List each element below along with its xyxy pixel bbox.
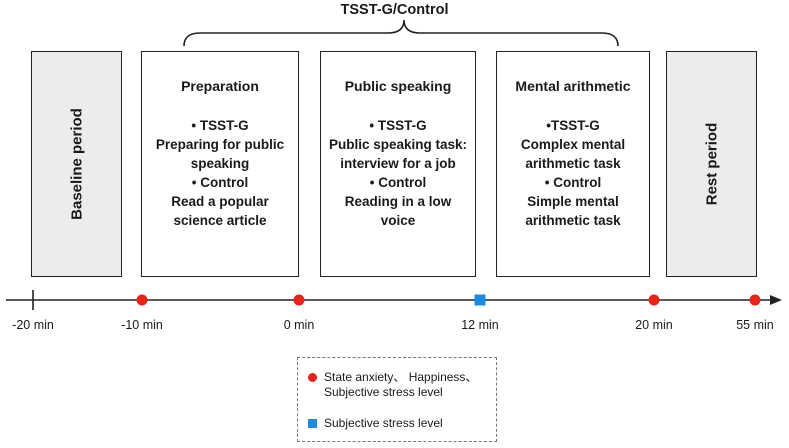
tick-label-minus10: -10 min <box>121 318 163 332</box>
preparation-line: science article <box>173 213 267 228</box>
public-speaking-box: Public speaking • TSST-G Public speaking… <box>320 51 476 277</box>
legend-box: State anxiety、 Happiness、 Subjective str… <box>297 357 497 442</box>
preparation-title: Preparation <box>181 78 259 94</box>
preparation-box: Preparation • TSST-G Preparing for publi… <box>141 51 299 277</box>
mental-arithmetic-line: Simple mental <box>527 194 619 209</box>
mental-arithmetic-details: •TSST-G Complex mental arithmetic task •… <box>497 116 649 230</box>
public-speaking-line: voice <box>380 213 416 228</box>
rest-period-label: Rest period <box>703 122 720 206</box>
blue-square-icon <box>308 419 317 428</box>
legend-blue-text: Subjective stress level <box>324 416 443 430</box>
public-speaking-line: • Control <box>369 175 427 190</box>
tick-label-55: 55 min <box>736 318 774 332</box>
legend-red-line1: State anxiety、 Happiness、 <box>324 370 478 384</box>
marker-red-minus10 <box>136 294 148 306</box>
preparation-details: • TSST-G Preparing for public speaking •… <box>142 116 298 230</box>
tick-label-0: 0 min <box>283 318 315 332</box>
mental-arithmetic-line: Complex mental <box>520 137 626 152</box>
rest-period-box: Rest period <box>666 51 757 277</box>
top-brace <box>183 19 619 47</box>
diagram-title: TSST-G/Control <box>340 2 449 18</box>
marker-red-20 <box>648 294 660 306</box>
mental-arithmetic-line: •TSST-G <box>546 118 600 133</box>
mental-arithmetic-line: arithmetic task <box>525 156 621 171</box>
axis-arrow-head <box>770 295 782 305</box>
preparation-line: Read a popular <box>171 194 269 209</box>
mental-arithmetic-line: • Control <box>544 175 602 190</box>
preparation-line: speaking <box>190 156 250 171</box>
preparation-line: Preparing for public <box>155 137 285 152</box>
marker-blue-12 <box>474 294 486 306</box>
public-speaking-line: interview for a job <box>340 156 456 171</box>
public-speaking-title: Public speaking <box>344 78 452 94</box>
mental-arithmetic-line: arithmetic task <box>525 213 621 228</box>
public-speaking-line: • TSST-G <box>369 118 427 133</box>
mental-arithmetic-title: Mental arithmetic <box>515 78 631 94</box>
marker-red-0 <box>293 294 305 306</box>
public-speaking-details: • TSST-G Public speaking task: interview… <box>321 116 475 230</box>
mental-arithmetic-box: Mental arithmetic •TSST-G Complex mental… <box>496 51 650 277</box>
legend-red-line2: Subjective stress level <box>324 385 443 399</box>
red-circle-icon <box>308 373 317 382</box>
public-speaking-line: Public speaking task: <box>328 137 468 152</box>
public-speaking-line: Reading in a low <box>344 194 452 209</box>
legend-red-text: State anxiety、 Happiness、 Subjective str… <box>324 370 477 400</box>
tick-label-12: 12 min <box>461 318 499 332</box>
preparation-line: • Control <box>191 175 249 190</box>
tick-label-minus20: -20 min <box>12 318 54 332</box>
baseline-period-label: Baseline period <box>68 108 85 220</box>
tick-label-20: 20 min <box>635 318 673 332</box>
marker-red-55 <box>749 294 761 306</box>
preparation-line: • TSST-G <box>191 118 249 133</box>
baseline-period-box: Baseline period <box>31 51 122 277</box>
